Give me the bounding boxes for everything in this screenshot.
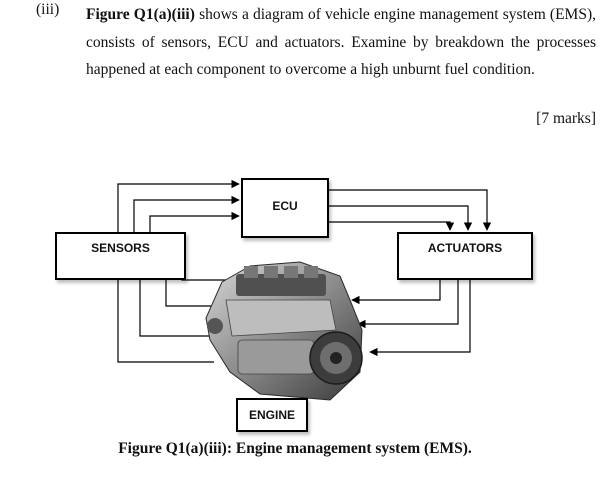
ecu-label: ECU [272, 199, 298, 213]
question-text: Figure Q1(a)(iii) shows a diagram of veh… [86, 1, 596, 84]
figure-caption: Figure Q1(a)(iii): Engine management sys… [118, 440, 472, 457]
ecu-to-actuators-lines [327, 189, 492, 231]
engine-box: ENGINE [236, 398, 308, 432]
ecu-box: ECU [241, 178, 329, 238]
sensors-box: SENSORS [55, 232, 186, 280]
engine-label: ENGINE [248, 408, 295, 422]
actuators-box: ACTUATORS [397, 232, 533, 280]
engine-illustration [205, 261, 363, 401]
sensors-label: SENSORS [91, 241, 150, 255]
actuators-to-engine-lines [351, 278, 471, 357]
figure-reference: Figure Q1(a)(iii) [86, 6, 195, 23]
marks-label: [7 marks] [536, 110, 596, 127]
engine-to-sensors-lines [117, 278, 230, 363]
sensors-to-ecu-lines [117, 179, 240, 232]
actuators-label: ACTUATORS [427, 241, 503, 255]
question-number: (iii) [36, 1, 60, 18]
question-body: shows a diagram of vehicle engine manage… [86, 6, 597, 78]
